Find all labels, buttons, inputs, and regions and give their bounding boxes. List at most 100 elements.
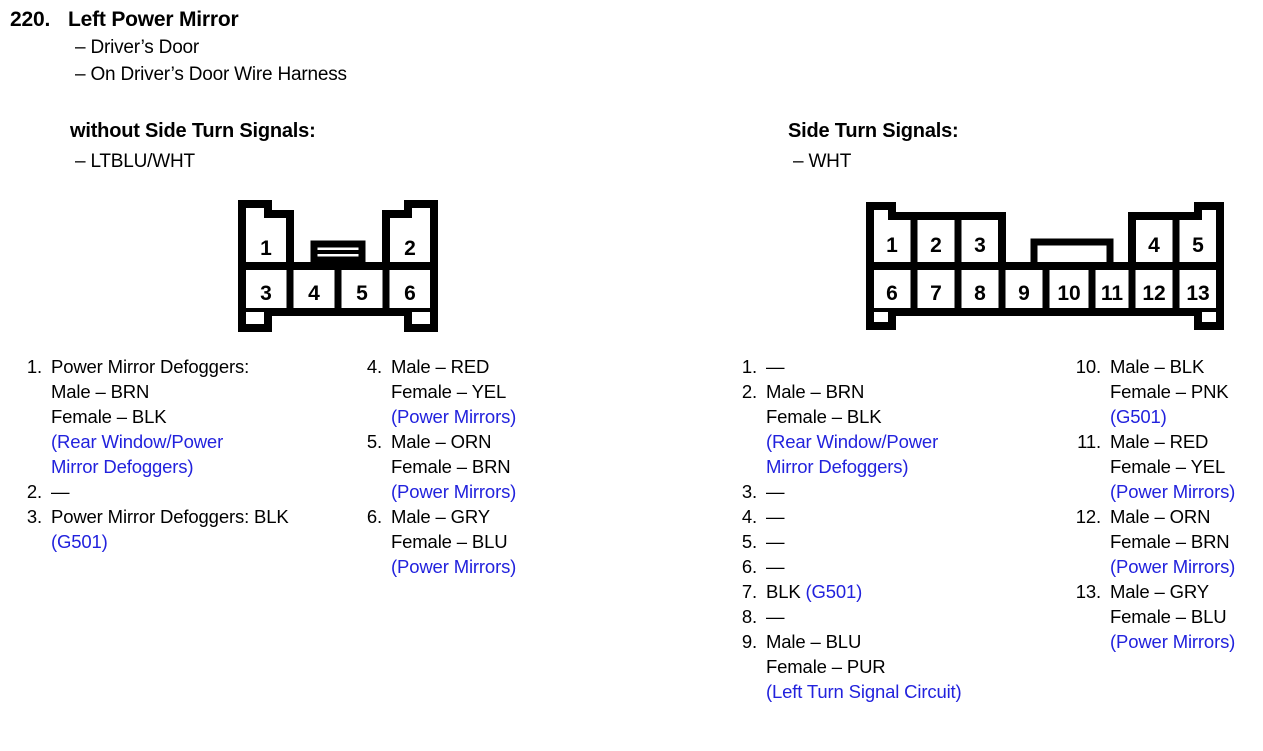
circuit-reference: (G501)	[51, 531, 108, 552]
pin-list-item-number: 6.	[366, 506, 382, 527]
pin-list-item-number: 5.	[366, 431, 382, 452]
pin-label-1: 1	[260, 237, 272, 260]
pin-list-item-number: 7.	[741, 581, 757, 602]
pin-label-2: 2	[404, 237, 416, 260]
pin-wire-text: Male – BLK	[1110, 356, 1205, 377]
pin-list-item-body: —	[766, 554, 1013, 579]
circuit-reference: (Power Mirrors)	[391, 406, 517, 427]
pin-list-item-number: 1.	[741, 356, 757, 377]
header-location-line-2: – On Driver’s Door Wire Harness	[75, 64, 347, 85]
pin-label-5: 5	[1192, 234, 1204, 257]
pin-list-item: 8.—	[733, 604, 1013, 629]
pin-wire-text: Female – BLU	[1110, 606, 1227, 627]
pin-list-item-body: —	[51, 479, 348, 504]
pin-wire-text: BLK (G501)	[766, 581, 863, 602]
pin-wire-text: Male – GRY	[391, 506, 490, 527]
pin-list-item: 5.—	[733, 529, 1013, 554]
pin-label-3: 3	[260, 282, 272, 305]
pin-list-item-body: Power Mirror Defoggers: BLK(G501)	[51, 504, 348, 554]
pin-list-item-body: Male – GRY Female – BLU (Power Mirrors)	[391, 504, 568, 579]
pin-wire-text: Female – YEL	[1110, 456, 1226, 477]
pin-list-item-number: 4.	[366, 356, 382, 377]
pin-list-item-number: 10.	[1075, 356, 1101, 377]
circuit-reference: (Power Mirrors)	[1110, 631, 1236, 652]
pin-wire-text: Female – BLK	[766, 406, 882, 427]
pin-wire-text: —	[766, 556, 785, 577]
pin-list-item-number: 6.	[741, 556, 757, 577]
pin-list-item-number: 3.	[741, 481, 757, 502]
section-heading-without-side-turn-signals: without Side Turn Signals: – LTBLU/WHT	[70, 120, 316, 173]
pin-list-item-number: 12.	[1075, 506, 1101, 527]
pin-list-item-body: Male – BLK Female – PNK (G501)	[1110, 354, 1263, 429]
pin-wire-text: Male – BLU	[766, 631, 862, 652]
pin-label-2: 2	[930, 234, 942, 257]
section-title: Side Turn Signals:	[788, 120, 959, 142]
foot-left	[238, 312, 272, 332]
section-heading-side-turn-signals: Side Turn Signals: – WHT	[788, 120, 959, 173]
pin-wire-text: Female – BLU	[391, 531, 508, 552]
pin-wire-text: —	[766, 506, 785, 527]
pin-list-item: 3. —	[733, 479, 1013, 504]
page-title: Left Power Mirror	[68, 8, 239, 31]
pin-wire-text: —	[766, 531, 785, 552]
pin-list-item: 4. —	[733, 504, 1013, 529]
foot-right	[404, 312, 438, 332]
pin-list-item-body: —	[766, 529, 1013, 554]
pin-wire-text: Male – ORN	[391, 431, 492, 452]
pin-label-6: 6	[886, 282, 898, 305]
pin-list-item-body: —	[766, 354, 1013, 379]
pin-wire-text: Male – BRN	[51, 381, 150, 402]
pin-list-item: 12. Male – ORN Female – BRN (Power Mirrors)	[1068, 504, 1263, 579]
circuit-reference: (G501)	[805, 581, 863, 602]
connector-diagram-6-pin: 1 2 3 4 5 6	[238, 200, 438, 332]
pin-list-item: 1. —	[733, 354, 1013, 379]
pin-label-1: 1	[886, 234, 898, 257]
pin-label-10: 10	[1057, 282, 1080, 305]
pin-wire-text: Male – ORN	[1110, 506, 1211, 527]
pin-list-item: 6. Male – GRY Female – BLU (Power Mirrors)	[358, 504, 568, 579]
circuit-reference: (Power Mirrors)	[1110, 556, 1236, 577]
pin-wire-text: Male – BRN	[766, 381, 865, 402]
pin-list-item-body: —	[766, 504, 1013, 529]
pin-list-item-number: 2.	[26, 481, 42, 502]
pin-list-item-number: 9.	[741, 631, 757, 652]
pin-list-item-body: Male – ORN Female – BRN (Power Mirrors)	[1110, 504, 1263, 579]
pin-wire-text: —	[766, 606, 785, 627]
pin-label-4: 4	[308, 282, 320, 305]
foot-left	[866, 312, 896, 330]
pin-list-item: 6. —	[733, 554, 1013, 579]
pin-label-13: 13	[1186, 282, 1209, 305]
circuit-reference: (Power Mirrors)	[391, 481, 517, 502]
circuit-reference: (G501)	[1110, 406, 1167, 427]
pin-list-item-body: —	[766, 604, 1013, 629]
section-subtitle: – LTBLU/WHT	[75, 151, 195, 172]
pin-label-8: 8	[974, 282, 986, 305]
pin-wire-text: Female – PNK	[1110, 381, 1229, 402]
page-header: 220. Left Power Mirror – Driver’s Door –…	[10, 8, 347, 86]
pin-wire-text: Female – BRN	[1110, 531, 1230, 552]
circuit-reference: Mirror Defoggers)	[51, 456, 194, 477]
connector-6-pin-svg: 1 2 3 4 5 6	[238, 200, 438, 332]
pin-list-item-number: 4.	[741, 506, 757, 527]
circuit-reference: (Power Mirrors)	[391, 556, 517, 577]
connector-diagram-13-pin: 1 2 3 4 5 6 7 8 9 10 11 12 13	[866, 202, 1224, 330]
foot-right	[1194, 312, 1224, 330]
pin-label-3: 3	[974, 234, 986, 257]
pin-wire-text: —	[766, 356, 785, 377]
pin-list-item-body: —	[766, 479, 1013, 504]
pin-wire-text: —	[51, 481, 70, 502]
pin-list-item: 2. —	[18, 479, 348, 504]
circuit-reference: (Rear Window/Power	[51, 431, 224, 452]
pin-label-7: 7	[930, 282, 942, 305]
page-title-row: 220. Left Power Mirror	[10, 8, 347, 32]
